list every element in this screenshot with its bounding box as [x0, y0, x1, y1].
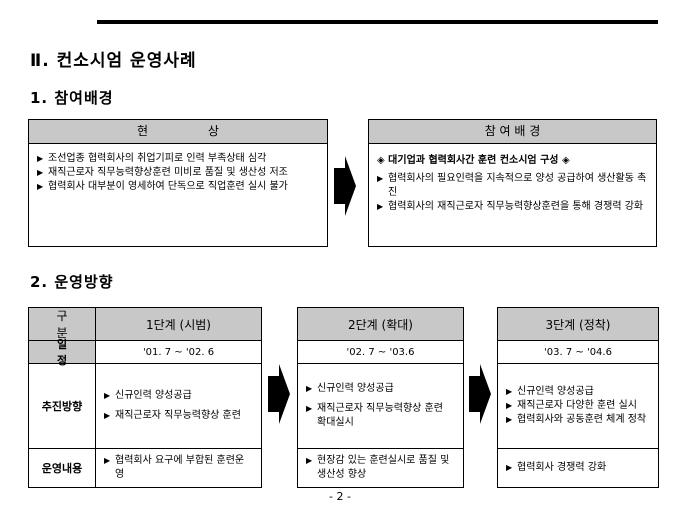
- stage-2-direction-item: 신규인력 양성공급: [306, 382, 455, 396]
- stage-3-direction: 신규인력 양성공급 재직근로자 다양한 훈련 실시 협력회사와 공동훈련 체계 …: [497, 363, 659, 449]
- stage-1-direction: 신규인력 양성공급 재직근로자 직무능력향상 훈련: [95, 363, 262, 449]
- current-item: 협력회사 대부분이 영세하여 단독으로 직업훈련 실시 불가: [37, 180, 319, 194]
- background-item: 협력회사의 재직근로자 직무능력향상훈련을 통해 경쟁력 강화: [377, 200, 648, 214]
- stage-2-schedule: '02. 7 ~ '03.6: [297, 340, 464, 364]
- stage-3-schedule: '03. 7 ~ '04.6: [497, 340, 659, 364]
- stage-1-content-item: 협력회사 요구에 부합된 훈련운영: [104, 454, 253, 482]
- stage-2-content: 현장감 있는 훈련실시로 품질 및 생산성 향상: [297, 448, 464, 488]
- label-header: 구 분: [28, 307, 96, 341]
- background-item: 협력회사의 필요인력을 지속적으로 양성 공급하여 생산활동 촉진: [377, 172, 648, 200]
- current-item: 재직근로자 직무능력향상훈련 미비로 품질 및 생산성 저조: [37, 166, 319, 180]
- section-title: Ⅱ. 컨소시엄 운영사례: [30, 51, 197, 71]
- stage-3-direction-item: 재직근로자 다양한 훈련 실시: [506, 399, 650, 413]
- stage-2-content-item: 현장감 있는 훈련실시로 품질 및 생산성 향상: [306, 454, 455, 482]
- current-state-box: 현 상 조선업종 협력회사의 취업기피로 인력 부족상태 심각 재직근로자 직무…: [28, 119, 328, 247]
- background-header: 참 여 배 경: [369, 120, 656, 144]
- stage-1-title: 1단계 (시범): [95, 307, 262, 341]
- current-item: 조선업종 협력회사의 취업기피로 인력 부족상태 심각: [37, 152, 319, 166]
- background-box: 참 여 배 경 ◈ 대기업과 협력회사간 훈련 컨소시엄 구성 ◈ 협력회사의 …: [368, 119, 657, 247]
- stage-1-schedule: '01. 7 ~ '02. 6: [95, 340, 262, 364]
- stage-1-content: 협력회사 요구에 부합된 훈련운영: [95, 448, 262, 488]
- arrow-right-icon: [334, 156, 356, 216]
- current-state-header: 현 상: [29, 120, 327, 144]
- top-rule: [97, 20, 658, 24]
- arrow-right-icon: [469, 364, 491, 424]
- stage-3-content-item: 협력회사 경쟁력 강화: [506, 461, 650, 475]
- stage-2-direction: 신규인력 양성공급 재직근로자 직무능력향상 훈련 확대실시: [297, 363, 464, 449]
- subsection-title-2: 2. 운영방향: [30, 273, 114, 291]
- subsection-title-1: 1. 참여배경: [30, 89, 114, 107]
- stage-1-direction-item: 신규인력 양성공급: [104, 389, 253, 403]
- stage-3-title: 3단계 (정착): [497, 307, 659, 341]
- stage-2-title: 2단계 (확대): [297, 307, 464, 341]
- stage-3-content: 협력회사 경쟁력 강화: [497, 448, 659, 488]
- arrow-right-icon: [268, 364, 290, 424]
- stage-3-direction-item: 협력회사와 공동훈련 체계 정착: [506, 413, 650, 427]
- stage-1-direction-item: 재직근로자 직무능력향상 훈련: [104, 409, 253, 423]
- page-number: - 2 -: [329, 490, 351, 503]
- label-schedule: 일 정: [28, 338, 96, 367]
- label-content: 운영내용: [28, 448, 96, 488]
- background-highlight: ◈ 대기업과 협력회사간 훈련 컨소시엄 구성 ◈: [377, 155, 570, 166]
- label-direction: 추진방향: [28, 363, 96, 449]
- stage-3-direction-item: 신규인력 양성공급: [506, 385, 650, 399]
- stage-2-direction-item: 재직근로자 직무능력향상 훈련 확대실시: [306, 402, 455, 430]
